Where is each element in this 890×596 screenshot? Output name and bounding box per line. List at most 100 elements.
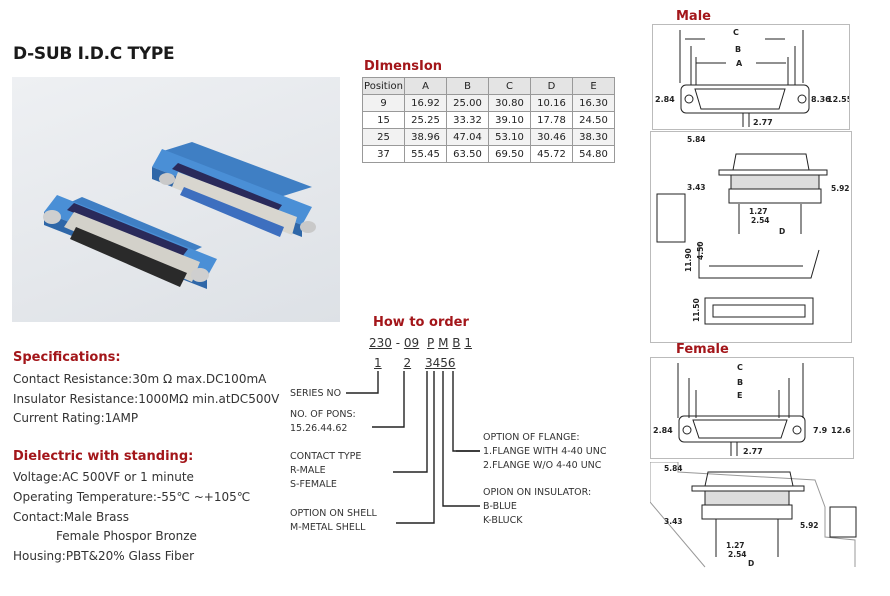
cell: 39.10 (488, 111, 531, 129)
dielectric-housing: Housing:PBT&20% Glass Fiber (13, 549, 195, 563)
index-4: 4 (432, 356, 441, 370)
index-2: 2 (403, 356, 412, 370)
cell: 17.78 (530, 111, 573, 129)
dielectric-contact-male: Contact:Male Brass (13, 510, 129, 524)
cell: 38.96 (404, 128, 447, 146)
male-dim-h2: 8.36 (811, 95, 831, 104)
code-shell: M (438, 336, 449, 350)
dielectric-heading: Dielectric with standing: (13, 449, 194, 464)
label-insulator-black: K-BLUCK (483, 515, 523, 526)
cell: 53.10 (488, 128, 531, 146)
cell: 45.72 (530, 145, 573, 163)
table-row: 25 38.96 47.04 53.10 30.46 38.30 (362, 128, 615, 146)
male-connector (43, 195, 217, 289)
cell: 9 (362, 94, 405, 112)
male-dim-p1: 1.27 (749, 207, 768, 216)
female-dim-d: D (748, 559, 754, 568)
dielectric-voltage: Voltage:AC 500VF or 1 minute (13, 470, 194, 484)
label-flange-with: 1.FLANGE WITH 4-40 UNC (483, 446, 607, 457)
male-dim-p2: 2.54 (751, 216, 770, 225)
label-contact-male: R-MALE (290, 465, 326, 476)
female-dim-h2: 7.9 (813, 426, 828, 435)
cell: 16.92 (404, 94, 447, 112)
index-6: 6 (447, 356, 456, 370)
dimension-header-row: Position A B C D E (362, 77, 615, 95)
table-row: 37 55.45 63.50 69.50 45.72 54.80 (362, 145, 615, 163)
cell: 55.45 (404, 145, 447, 163)
female-side-view-icon: 5.84 3.43 5.92 1.27 2.54 D (649, 461, 857, 568)
label-insulator-blue: B-BLUE (483, 501, 517, 512)
female-connector (152, 142, 316, 237)
page-title: D-SUB I.D.C TYPE (13, 44, 175, 64)
cell: 30.46 (530, 128, 573, 146)
code-series: 230 (369, 336, 392, 350)
male-dim-a: A (736, 59, 743, 68)
order-code: 230 - 09 P M B 1 (369, 336, 472, 350)
female-dim-b: B (737, 378, 743, 387)
female-dim-mid: 3.43 (664, 517, 683, 526)
cell: 25 (362, 128, 405, 146)
cell: 10.16 (530, 94, 573, 112)
female-dim-p1: 1.27 (726, 541, 745, 550)
label-insulator-title: OPION ON INSULATOR: (483, 487, 592, 498)
male-dim-top: 5.84 (687, 135, 706, 144)
male-side-drawing: 5.84 3.43 5.92 1.27 2.54 D 11.90 4.50 11… (650, 131, 852, 343)
male-dim-v1: 11.90 (684, 248, 693, 272)
col-header: E (572, 77, 615, 95)
cell: 30.80 (488, 94, 531, 112)
cell: 24.50 (572, 111, 615, 129)
label-flange-without: 2.FLANGE W/O 4-40 UNC (483, 460, 602, 471)
table-row: 15 25.25 33.32 39.10 17.78 24.50 (362, 111, 615, 129)
female-dim-top: 5.84 (664, 464, 683, 473)
index-3: 3 (424, 356, 433, 370)
female-dim-pitch: 2.77 (743, 447, 763, 456)
female-front-view-icon: C B E 2.84 7.9 12.6 2.77 (653, 363, 851, 456)
female-heading: Female (676, 342, 729, 357)
col-header: A (404, 77, 447, 95)
dielectric-temperature: Operating Temperature:-55℃ ~+105℃ (13, 490, 251, 504)
label-pons-values: 15.26.44.62 (290, 423, 348, 434)
female-side-drawing: 5.84 3.43 5.92 1.27 2.54 D (649, 461, 860, 572)
cell: 54.80 (572, 145, 615, 163)
col-header: C (488, 77, 531, 95)
label-shell-metal: M-METAL SHELL (290, 522, 366, 533)
female-dim-p2: 2.54 (728, 550, 747, 559)
code-insulator: B (452, 336, 461, 350)
label-series-no: SERIES NO (290, 388, 342, 399)
product-photo (12, 77, 340, 322)
connector-photo-icon (43, 142, 316, 289)
label-contact-female: S-FEMALE (290, 479, 337, 490)
cell: 38.30 (572, 128, 615, 146)
table-row: 9 16.92 25.00 30.80 10.16 16.30 (362, 94, 615, 112)
col-header: Position (362, 77, 405, 95)
female-dim-c: C (737, 363, 743, 372)
male-dim-side: 5.92 (831, 184, 850, 193)
col-header: D (530, 77, 573, 95)
order-leader-lines-right (456, 450, 480, 507)
male-dim-h1: 2.84 (655, 95, 675, 104)
spec-contact-resistance: Contact Resistance:30m Ω max.DC100mA (13, 372, 267, 386)
male-dim-mid: 3.43 (687, 183, 706, 192)
code-dash: - (395, 336, 401, 350)
spec-current-rating: Current Rating:1AMP (13, 411, 139, 425)
female-dim-side: 5.92 (800, 521, 819, 530)
male-heading: Male (676, 9, 711, 24)
female-dim-h1: 2.84 (653, 426, 673, 435)
male-dim-b: B (735, 45, 741, 54)
how-to-order-heading: How to order (373, 315, 469, 330)
cell: 47.04 (446, 128, 489, 146)
male-front-view-icon: C B A 2.84 8.36 12.55 2.77 (655, 28, 853, 127)
female-front-drawing: C B E 2.84 7.9 12.6 2.77 (650, 357, 854, 459)
male-dim-h3: 12.55 (827, 95, 849, 104)
male-dim-v3: 11.50 (692, 298, 701, 322)
dielectric-contact-female: Female Phospor Bronze (56, 529, 197, 543)
cell: 33.32 (446, 111, 489, 129)
code-flange: 1 (464, 336, 472, 350)
dimension-heading: DImensIon (364, 59, 443, 74)
index-1: 1 (374, 356, 382, 370)
cell: 63.50 (446, 145, 489, 163)
code-pons: 09 (403, 336, 420, 350)
label-pons-title: NO. OF PONS: (290, 409, 356, 420)
label-flange-title: OPTION OF FLANGE: (483, 432, 580, 443)
male-dim-c: C (733, 28, 739, 37)
